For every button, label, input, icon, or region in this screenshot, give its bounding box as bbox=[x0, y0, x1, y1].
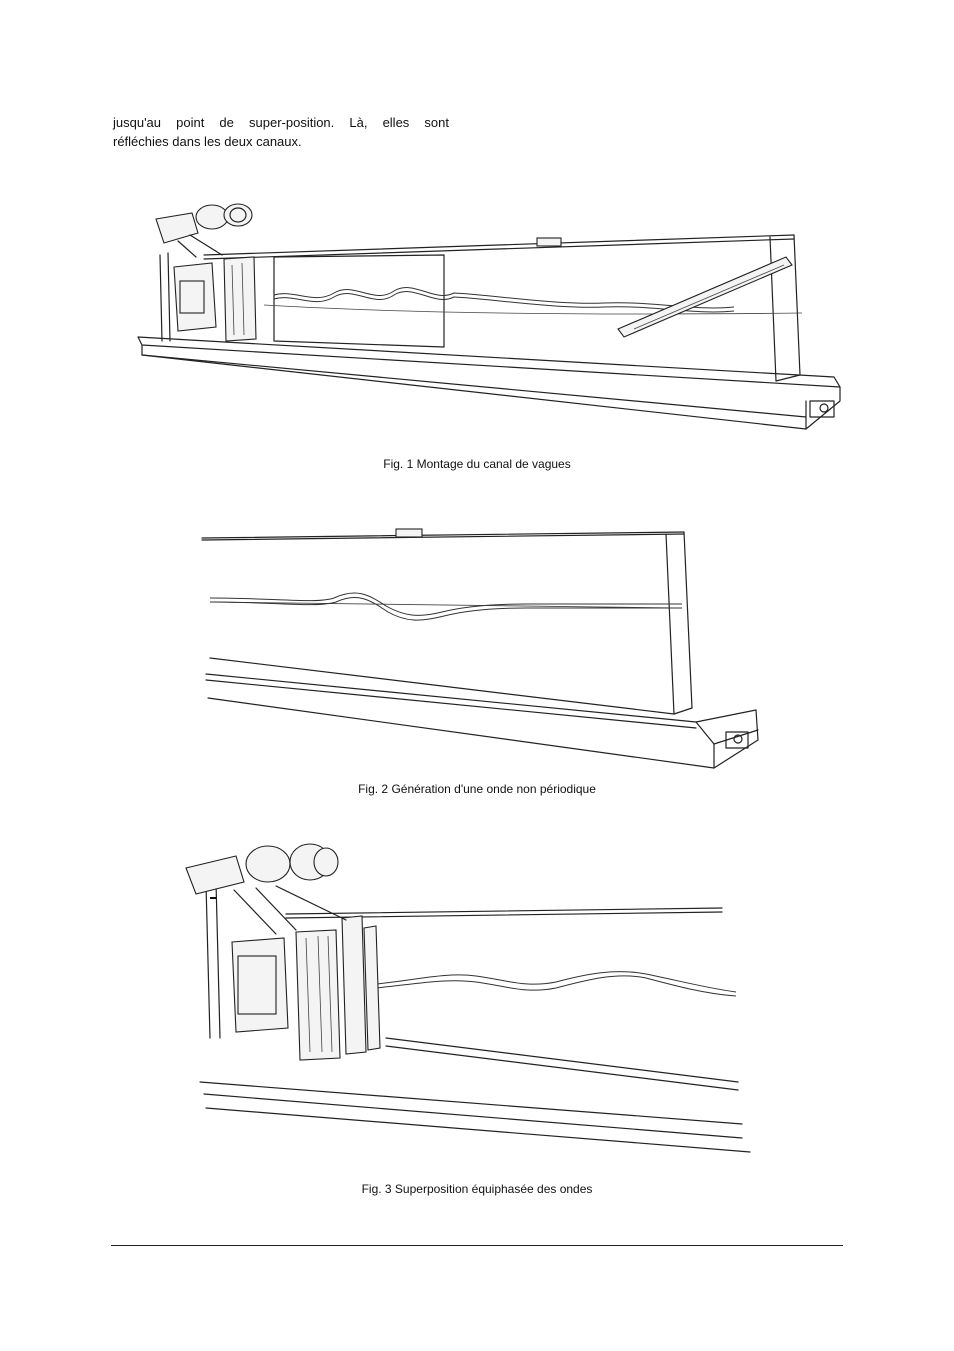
figure-2-nonperiodic-wave-drawing bbox=[196, 518, 766, 776]
body-paragraph: jusqu'au point de super-position. Là, el… bbox=[113, 113, 449, 151]
figure-3-superposition-drawing bbox=[176, 838, 756, 1156]
paragraph-line-2: réfléchies dans les deux canaux. bbox=[113, 134, 302, 149]
figure-3-caption: Fig. 3 Superposition équiphasée des onde… bbox=[361, 1182, 593, 1196]
footer-rule bbox=[111, 1245, 843, 1246]
figure-1-wave-channel-drawing bbox=[134, 195, 846, 435]
figure-2-caption: Fig. 2 Génération d'une onde non périodi… bbox=[358, 782, 596, 796]
paragraph-line-1: jusqu'au point de super-position. Là, el… bbox=[113, 115, 449, 130]
figure-1-caption: Fig. 1 Montage du canal de vagues bbox=[383, 457, 571, 471]
